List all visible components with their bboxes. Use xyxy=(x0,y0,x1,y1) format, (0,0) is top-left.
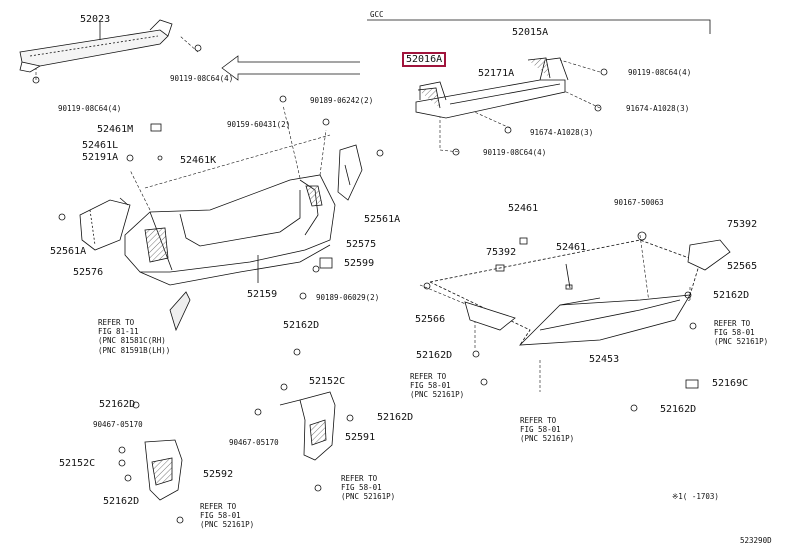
part-label-52162D-left[interactable]: 52162D xyxy=(99,399,136,410)
part-label-52461M[interactable]: 52461M xyxy=(97,124,134,135)
part-label-52561A-right[interactable]: 52561A xyxy=(364,214,401,225)
part-label-52171A[interactable]: 52171A xyxy=(478,68,515,79)
under-cover-52453 xyxy=(429,237,701,346)
part-label-52575[interactable]: 52575 xyxy=(346,239,377,250)
ref-fig-81-11[interactable]: REFER TO FIG 81-11 (PNC 81581C(RH) (PNC … xyxy=(98,318,171,355)
part-label-52015A[interactable]: 52015A xyxy=(512,27,549,38)
part-label-52152C-left[interactable]: 52152C xyxy=(59,458,96,469)
reinforcement-52171A xyxy=(415,57,569,119)
part-label-90119-mid[interactable]: 90119-08C64(4) xyxy=(483,148,547,157)
part-label-52592[interactable]: 52592 xyxy=(203,469,234,480)
part-label-52461-a[interactable]: 52461 xyxy=(508,203,539,214)
ref-fig-58-01-right[interactable]: REFER TO FIG 58-01 (PNC 52161P) xyxy=(714,319,769,347)
ref-fig-58-01-center[interactable]: REFER TO FIG 58-01 (PNC 52161P) xyxy=(341,474,396,502)
part-label-91674-center[interactable]: 91674-A1028(3) xyxy=(530,128,594,137)
direction-arrow xyxy=(221,55,360,81)
part-label-52159[interactable]: 52159 xyxy=(247,289,278,300)
part-label-90189-06242[interactable]: 90189-06242(2) xyxy=(310,96,374,105)
part-label-52162D-right-2[interactable]: 52162D xyxy=(660,404,697,415)
part-label-90119-left[interactable]: 90119-08C64(4) xyxy=(58,104,122,113)
part-label-52162D-left-2[interactable]: 52162D xyxy=(103,496,140,507)
part-label-91674-right[interactable]: 91674-A1028(3) xyxy=(626,104,690,113)
part-label-52565[interactable]: 52565 xyxy=(727,261,758,272)
part-label-90119-top[interactable]: 90119-08C64(4) xyxy=(628,68,692,77)
part-label-90189-06029[interactable]: 90189-06029(2) xyxy=(316,293,380,302)
part-label-52152C-center[interactable]: 52152C xyxy=(309,376,346,387)
part-label-90467-center[interactable]: 90467-05170 xyxy=(229,438,279,447)
bracket-52592 xyxy=(144,439,183,501)
bracket-52023 xyxy=(19,19,173,73)
part-label-52561A-left[interactable]: 52561A xyxy=(50,246,87,257)
part-label-75392-right[interactable]: 75392 xyxy=(727,219,758,230)
part-label-52566[interactable]: 52566 xyxy=(415,314,446,325)
part-label-52591[interactable]: 52591 xyxy=(345,432,376,443)
part-label-52599[interactable]: 52599 xyxy=(344,258,375,269)
part-label-52461-b[interactable]: 52461 xyxy=(556,242,587,253)
part-label-52162D-center-2[interactable]: 52162D xyxy=(377,412,414,423)
part-label-90467-left[interactable]: 90467-05170 xyxy=(93,420,143,429)
variant-label-gcc: GCC xyxy=(370,10,384,19)
bumper-cover-52159 xyxy=(124,174,336,286)
part-label-90167-50063[interactable]: 90167-50063 xyxy=(614,198,664,207)
part-label-90119-top-left[interactable]: 90119-08C64(4) xyxy=(170,74,234,83)
diagram-id: 523290D xyxy=(740,536,772,545)
part-label-52016A-highlighted[interactable]: 52016A xyxy=(402,52,447,67)
part-label-52453[interactable]: 52453 xyxy=(589,354,620,365)
part-label-90159-60431[interactable]: 90159-60431(2) xyxy=(227,120,291,129)
part-label-52576[interactable]: 52576 xyxy=(73,267,104,278)
part-label-52162D-center[interactable]: 52162D xyxy=(283,320,320,331)
ref-fig-58-01-bottom-right[interactable]: REFER TO FIG 58-01 (PNC 52161P) xyxy=(520,416,575,444)
ref-fig-58-01-left[interactable]: REFER TO FIG 58-01 (PNC 52161P) xyxy=(200,502,255,530)
ref-fig-58-01-mid[interactable]: REFER TO FIG 58-01 (PNC 52161P) xyxy=(410,372,465,400)
part-label-52461L[interactable]: 52461L xyxy=(82,140,119,151)
part-label-52023[interactable]: 52023 xyxy=(80,14,111,25)
footnote: ※1( -1703) xyxy=(672,492,719,501)
bracket-52591 xyxy=(279,391,336,461)
part-label-52169C[interactable]: 52169C xyxy=(712,378,749,389)
part-label-75392-mid[interactable]: 75392 xyxy=(486,247,517,258)
part-label-52162D-mid[interactable]: 52162D xyxy=(416,350,453,361)
part-label-52162D-right-1[interactable]: 52162D xyxy=(713,290,750,301)
part-label-52191A[interactable]: 52191A xyxy=(82,152,119,163)
part-label-52461K[interactable]: 52461K xyxy=(180,155,217,166)
